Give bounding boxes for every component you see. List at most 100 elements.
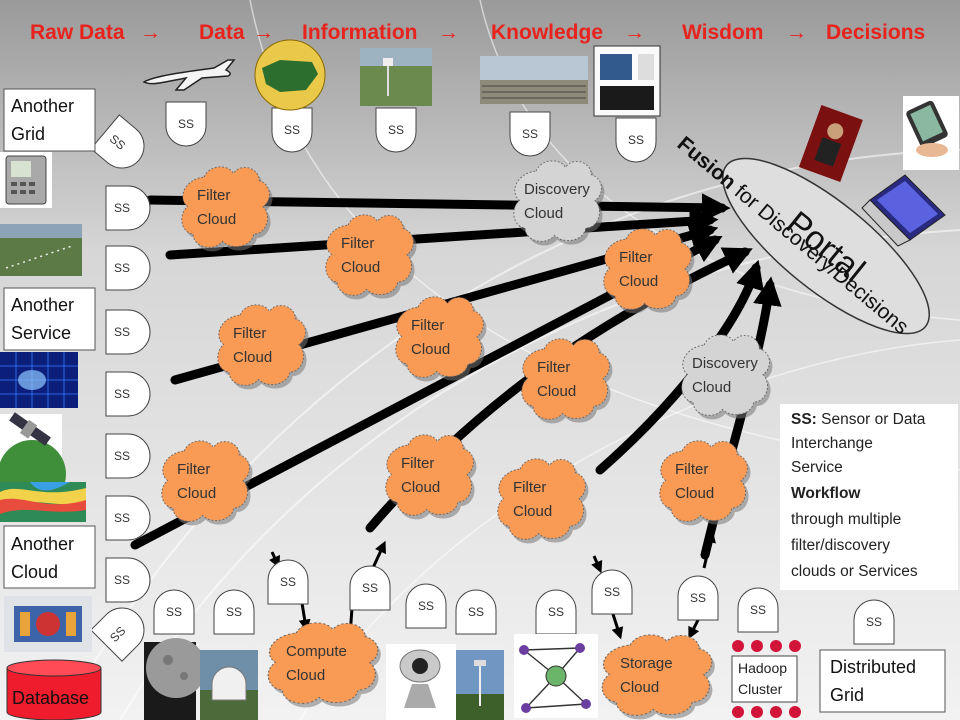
ss-node[interactable]: SS xyxy=(213,589,255,635)
ss-node[interactable]: SS xyxy=(375,107,417,153)
flow-arrow-2 xyxy=(165,206,719,260)
filter-cloud-6-line1: Filter xyxy=(537,359,570,376)
filter-cloud-3-line1: Filter xyxy=(233,325,266,342)
filter-cloud-8-line1: Filter xyxy=(401,455,434,472)
ss-node[interactable]: SS xyxy=(90,599,153,662)
stage-arrow-icon: → xyxy=(438,21,459,44)
ss-node[interactable]: SS xyxy=(90,114,153,177)
ss-label: SS xyxy=(362,581,378,595)
airplane-icon xyxy=(142,59,236,91)
stage-data: Data xyxy=(199,21,245,44)
ss-node[interactable]: SS xyxy=(105,433,151,479)
distributed-grid-line1: Distributed xyxy=(830,657,916,677)
portal[interactable]: Portal xyxy=(699,131,953,360)
ss-node[interactable]: SS xyxy=(271,107,313,153)
database-label: Database xyxy=(12,688,89,708)
filter-cloud-1-line2: Cloud xyxy=(197,211,236,228)
filter-cloud-5-line1: Filter xyxy=(619,249,652,266)
ss-node[interactable]: SS xyxy=(677,575,719,621)
filter-cloud-7-line2: Cloud xyxy=(177,485,216,502)
moon-icon xyxy=(144,638,206,720)
another-service-box[interactable]: Another Service xyxy=(3,287,96,351)
legend-ss-bold: SS: xyxy=(791,411,817,428)
ss-node[interactable]: SS xyxy=(153,589,195,635)
stage-wisdom: Wisdom xyxy=(682,21,763,44)
stage-knowledge: Knowledge xyxy=(491,21,603,44)
legend-workflow-2: filter/discovery xyxy=(791,537,890,554)
landscape-icon xyxy=(0,224,82,276)
distributed-grid-line2: Grid xyxy=(830,685,864,705)
another-cloud-line1: Another xyxy=(11,534,74,554)
ss-node[interactable]: SS xyxy=(455,589,497,635)
filter-cloud-10-line1: Filter xyxy=(675,461,708,478)
another-grid-box[interactable]: Another Grid xyxy=(3,88,96,152)
stage-arrow-icon: → xyxy=(786,21,807,44)
stage-decisions: Decisions xyxy=(826,21,925,44)
ss-node[interactable]: SS xyxy=(105,495,151,541)
discovery-cloud-1-line2: Cloud xyxy=(524,205,563,222)
filter-cloud-9-line1: Filter xyxy=(513,479,546,496)
database-icon[interactable]: Database xyxy=(6,659,102,720)
ss-node[interactable]: SS xyxy=(105,185,151,231)
ss-label: SS xyxy=(280,575,296,589)
ss-node[interactable]: SS xyxy=(509,111,551,157)
ss-label: SS xyxy=(114,449,130,463)
filter-cloud-6-line2: Cloud xyxy=(537,383,576,400)
discovery-cloud-2-line1: Discovery xyxy=(692,355,758,372)
ss-node[interactable]: SS xyxy=(853,599,895,645)
ss-node[interactable]: SS xyxy=(105,371,151,417)
ss-node[interactable]: SS xyxy=(615,117,657,163)
observatory-icon xyxy=(200,650,258,720)
another-service-line2: Service xyxy=(11,323,71,343)
legend-line-2: Interchange xyxy=(791,435,873,452)
ss-label: SS xyxy=(166,605,182,619)
ss-node[interactable]: SS xyxy=(737,587,779,633)
compute-cloud-line2: Cloud xyxy=(286,667,325,684)
svg-text:SS: Sensor or Data: SS: Sensor or Data xyxy=(791,411,926,428)
filter-cloud-10-line2: Cloud xyxy=(675,485,714,502)
ss-node[interactable]: SS xyxy=(591,569,633,615)
laptop-icon xyxy=(861,174,946,247)
hadoop-line2: Cluster xyxy=(738,681,783,697)
hadoop-cluster[interactable]: Hadoop Cluster xyxy=(731,640,801,718)
ss-label: SS xyxy=(604,585,620,599)
filter-cloud-5-line2: Cloud xyxy=(619,273,658,290)
ss-node[interactable]: SS xyxy=(165,101,207,147)
ss-node[interactable]: SS xyxy=(105,309,151,355)
stage-header: Raw Data → Data → Information → Knowledg… xyxy=(30,21,925,44)
webcam-icon xyxy=(386,644,456,720)
ss-label: SS xyxy=(114,201,130,215)
ss-node[interactable]: SS xyxy=(405,583,447,629)
ss-label: SS xyxy=(226,605,242,619)
ss-label: SS xyxy=(388,123,404,137)
discovery-cloud-2-line2: Cloud xyxy=(692,379,731,396)
ss-node[interactable]: SS xyxy=(267,559,309,605)
network-graph-icon xyxy=(514,634,598,718)
ss-node[interactable]: SS xyxy=(105,557,151,603)
stage-information: Information xyxy=(302,21,418,44)
another-cloud-box[interactable]: Another Cloud xyxy=(3,525,96,589)
ss-node[interactable]: SS xyxy=(535,589,577,635)
filter-cloud-8-line2: Cloud xyxy=(401,479,440,496)
filter-cloud-3-line2: Cloud xyxy=(233,349,272,366)
cell-grid-icon xyxy=(0,352,78,408)
distributed-grid-box[interactable]: Distributed Grid xyxy=(819,649,946,713)
filter-cloud-2-line2: Cloud xyxy=(341,259,380,276)
ss-node[interactable]: SS xyxy=(349,565,391,611)
ss-label: SS xyxy=(178,117,194,131)
ss-node[interactable]: SS xyxy=(105,245,151,291)
